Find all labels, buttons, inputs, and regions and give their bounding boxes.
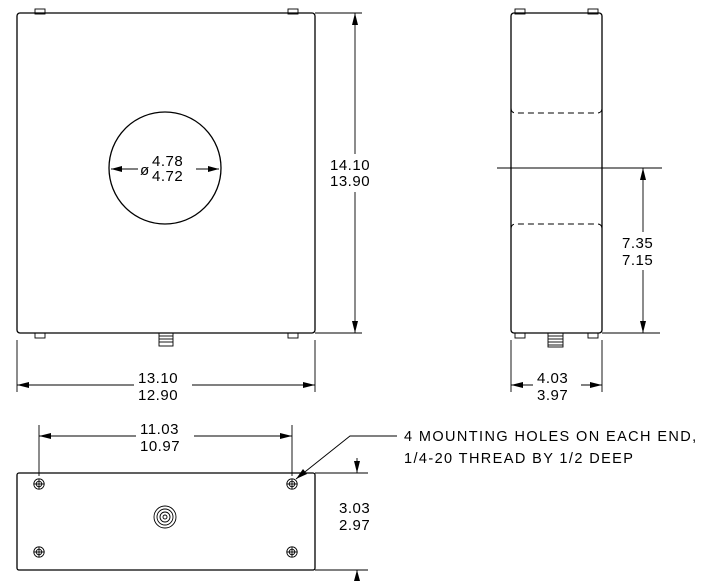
mounting-note-line2: 1/4-20 THREAD BY 1/2 DEEP <box>404 451 634 467</box>
bottom-view: 11.03 10.97 4 MOUNTING HOLES ON EACH END… <box>16 419 698 581</box>
side-connector <box>547 332 564 348</box>
side-hidden-line-upper <box>510 107 603 114</box>
hole-diameter-min: 4.72 <box>152 168 183 185</box>
front-width-max: 13.10 <box>138 370 178 387</box>
side-partial-height-min: 7.15 <box>622 252 653 269</box>
front-connector <box>158 332 174 347</box>
front-height-min: 13.90 <box>330 173 370 190</box>
bottom-connector <box>153 505 177 529</box>
hole-spacing-max: 11.03 <box>140 421 179 438</box>
mounting-hole-bottom-left <box>33 546 45 558</box>
mounting-note-line1: 4 MOUNTING HOLES ON EACH END, <box>404 429 698 445</box>
center-hole <box>108 111 222 225</box>
side-view: 7.35 7.15 4.03 3.97 <box>497 8 668 404</box>
bottom-body-outline <box>16 472 316 571</box>
front-bottom-left-foot <box>34 332 46 339</box>
front-view: ø 4.78 4.72 14.10 13.90 13.10 12.90 <box>16 8 382 404</box>
bottom-height-max: 3.03 <box>339 500 370 517</box>
mounting-hole-top-right <box>286 478 298 490</box>
front-width-min: 12.90 <box>138 387 178 404</box>
front-bottom-right-foot <box>287 332 299 339</box>
front-top-right-foot <box>287 8 299 15</box>
mounting-hole-top-left <box>33 478 45 490</box>
hole-diameter-max: 4.78 <box>152 153 183 170</box>
side-hidden-line-lower <box>510 223 603 230</box>
mounting-hole-bottom-right <box>286 546 298 558</box>
mounting-note-leader <box>295 435 397 480</box>
side-depth-max: 4.03 <box>537 370 568 387</box>
hole-spacing-min: 10.97 <box>140 438 180 455</box>
front-height-max: 14.10 <box>330 157 370 174</box>
hole-diameter-symbol: ø <box>140 162 150 179</box>
side-partial-height-max: 7.35 <box>622 235 653 252</box>
side-body-outline <box>510 12 603 334</box>
front-top-left-foot <box>34 8 46 15</box>
side-depth-min: 3.97 <box>537 387 568 404</box>
bottom-height-min: 2.97 <box>339 517 370 534</box>
